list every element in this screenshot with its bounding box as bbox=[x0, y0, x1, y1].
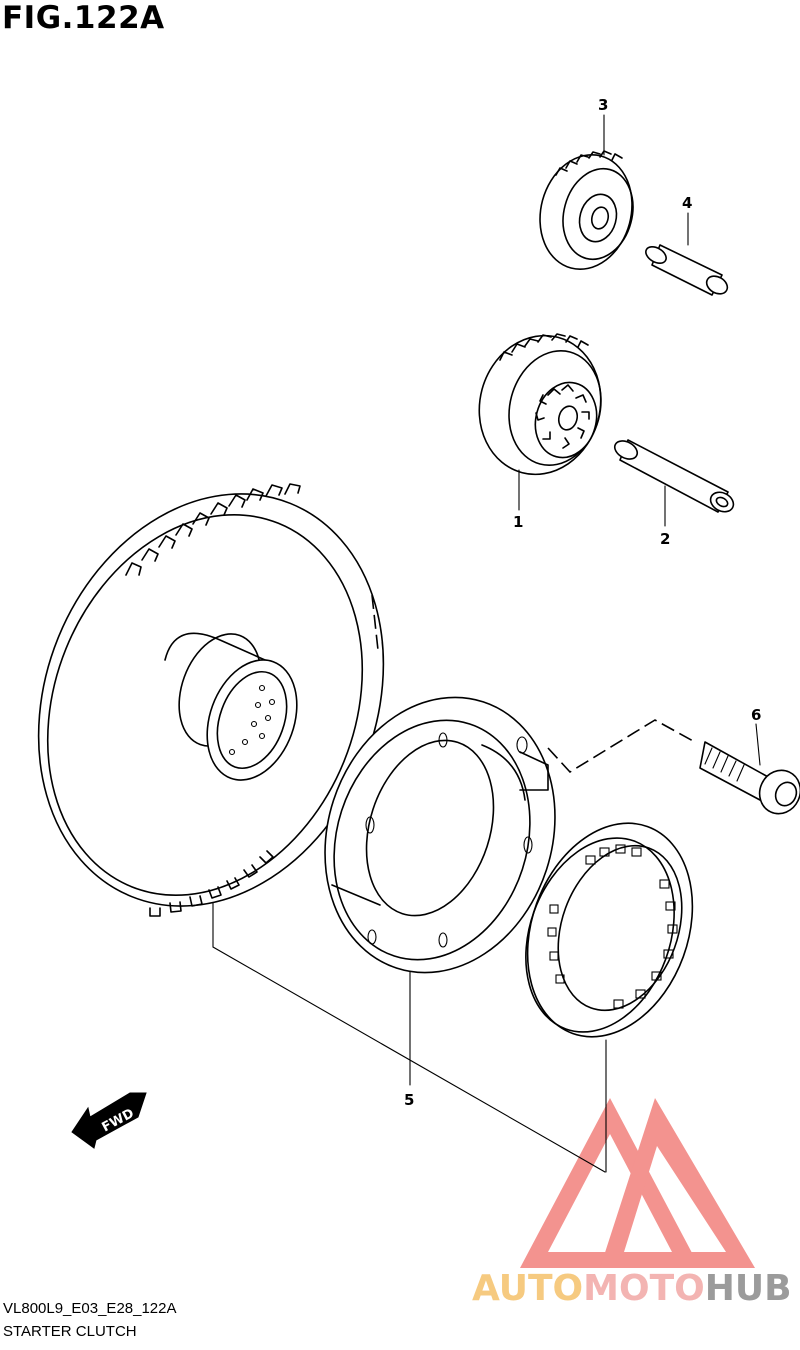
logo-triangle-outer bbox=[520, 1098, 700, 1268]
reduction-gear-pin bbox=[645, 244, 729, 296]
part-label-6: 6 bbox=[751, 706, 761, 724]
part-label-4: 4 bbox=[682, 194, 692, 212]
idle-gear-shaft bbox=[613, 439, 735, 513]
part-label-3: 3 bbox=[598, 96, 608, 114]
forward-direction-arrow: FWD bbox=[71, 1092, 147, 1149]
watermark-word-auto: AUTO bbox=[472, 1268, 583, 1309]
figure-code: VL800L9_E03_E28_122A bbox=[3, 1300, 177, 1317]
starter-driven-gear bbox=[37, 483, 385, 917]
part-label-2: 2 bbox=[660, 530, 670, 548]
part-label-5: 5 bbox=[404, 1091, 414, 1109]
gear-teeth-bottom bbox=[149, 850, 274, 917]
leader-5-gear bbox=[212, 897, 606, 1173]
hub-bolt-holes bbox=[228, 684, 276, 756]
figure-title: FIG.122A bbox=[2, 0, 165, 36]
clutch-bolt bbox=[699, 741, 800, 815]
watermark-word-hub: HUB bbox=[705, 1268, 792, 1309]
logo-triangle-inner bbox=[600, 1098, 755, 1268]
clutch-bolt-holes bbox=[365, 732, 533, 948]
watermark-word-moto: MOTO bbox=[583, 1268, 705, 1309]
starter-reduction-gear bbox=[539, 150, 634, 271]
leader-6 bbox=[755, 723, 761, 766]
watermark-wordmark: AUTOMOTOHUB bbox=[472, 1268, 792, 1309]
automotohub-logo bbox=[520, 1098, 755, 1268]
starter-idle-gear bbox=[478, 333, 602, 476]
one-way-clutch-bearing bbox=[525, 822, 694, 1038]
leader-6-dashed bbox=[547, 719, 696, 774]
part-label-1: 1 bbox=[513, 513, 523, 531]
gear-teeth-top bbox=[125, 483, 301, 576]
figure-name: STARTER CLUTCH bbox=[3, 1323, 137, 1340]
starter-clutch-body bbox=[324, 696, 556, 974]
bearing-sprags bbox=[547, 844, 678, 1009]
